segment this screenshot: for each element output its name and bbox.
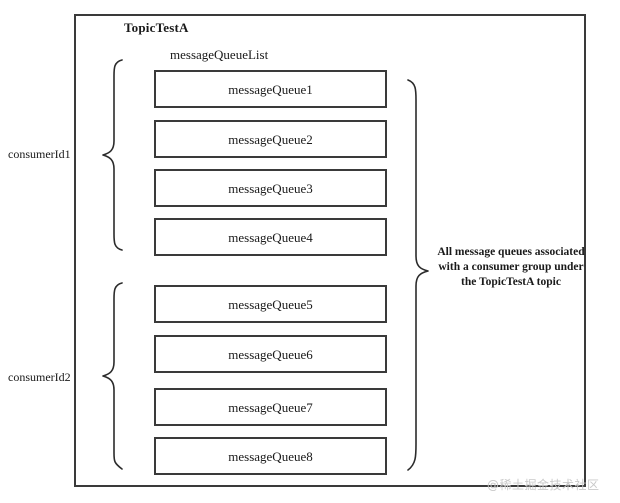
queue-box-label: messageQueue5	[228, 296, 313, 312]
queue-box-label: messageQueue6	[228, 346, 313, 362]
queue-box-label: messageQueue2	[228, 131, 313, 147]
topic-container-frame	[74, 14, 586, 487]
queue-box-label: messageQueue1	[228, 81, 313, 97]
queue-box: messageQueue5	[154, 285, 387, 323]
queue-box: messageQueue2	[154, 120, 387, 158]
curly-brace-icon	[102, 282, 123, 470]
queue-box: messageQueue6	[154, 335, 387, 373]
queue-box-label: messageQueue4	[228, 229, 313, 245]
queue-box-label: messageQueue8	[228, 448, 313, 464]
queue-box-label: messageQueue3	[228, 180, 313, 196]
consumer-group-label: consumerId1	[8, 147, 71, 161]
annotation-line: the TopicTestA topic	[461, 276, 561, 288]
curly-brace-icon	[407, 79, 429, 471]
queue-box: messageQueue8	[154, 437, 387, 475]
curly-brace-icon	[102, 59, 123, 251]
consumer-group-label: consumerId2	[8, 370, 71, 384]
watermark: @稀土掘金技术社区	[487, 478, 600, 492]
annotation-text: All message queues associated with a con…	[437, 245, 585, 290]
message-queue-list-title: messageQueueList	[170, 47, 269, 62]
queue-box: messageQueue3	[154, 169, 387, 207]
queue-box: messageQueue7	[154, 388, 387, 426]
topic-title: TopicTestA	[124, 20, 189, 35]
annotation-line: All message queues associated	[437, 246, 585, 258]
queue-box-label: messageQueue7	[228, 399, 313, 415]
queue-box: messageQueue1	[154, 70, 387, 108]
queue-box: messageQueue4	[154, 218, 387, 256]
annotation-line: with a consumer group under	[438, 261, 584, 273]
